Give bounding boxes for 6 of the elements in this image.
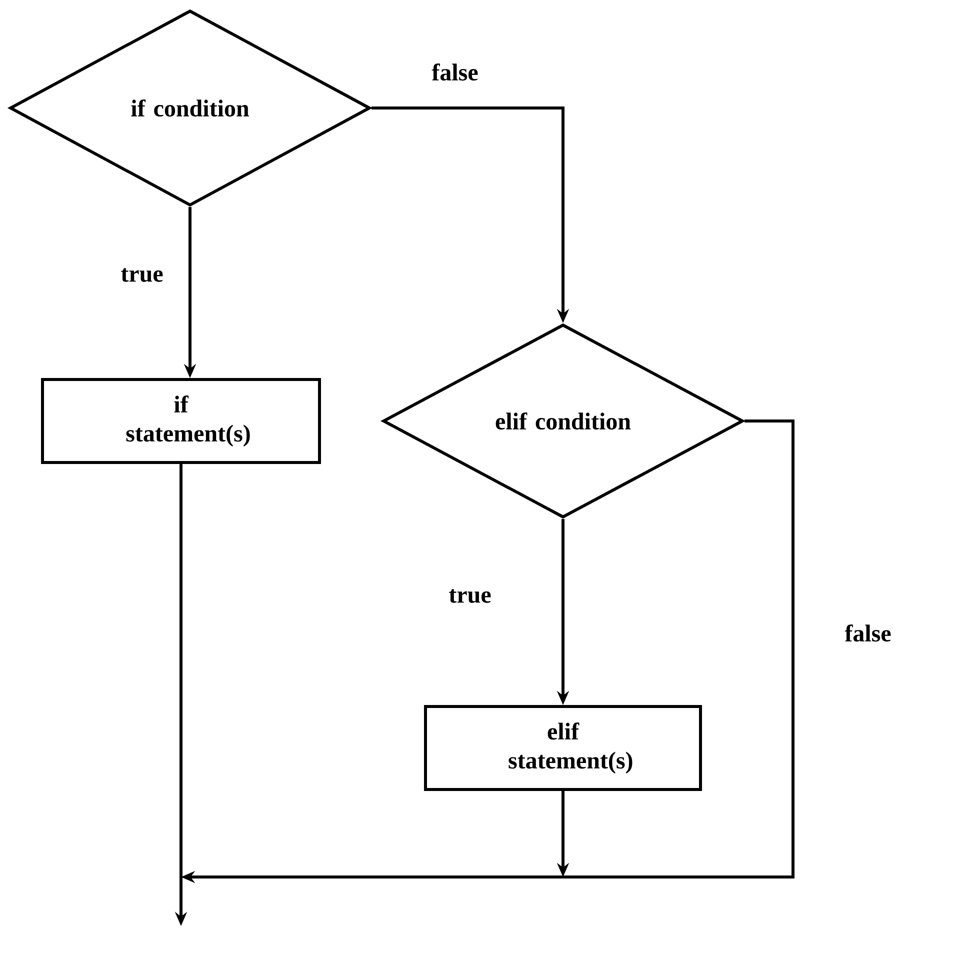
edge-label: true [446, 587, 494, 605]
process-box: elif statement(s) [424, 705, 702, 791]
edge-label: false [842, 622, 894, 644]
edge-label: false [430, 61, 480, 83]
edge-label: true [118, 266, 166, 284]
process-box: if statement(s) [41, 378, 321, 464]
